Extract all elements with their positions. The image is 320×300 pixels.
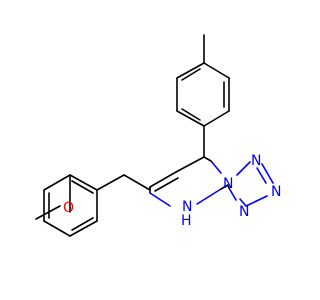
structure-canvas: N N N N N H O [35,34,281,237]
methoxyphenyl-ring [43,174,151,237]
atom-nh-n: N [182,199,192,215]
tetrazole-ring [227,161,274,207]
pyrimidine-ring [149,156,229,207]
atom-n-tet-top: N [251,153,261,169]
molecule-structure: N N N N N H O [35,34,281,237]
atom-n-tet-bottom: N [239,204,249,220]
atom-n-tet-right: N [271,184,281,200]
o-methyl-bond [35,205,61,220]
atom-nh-h: H [181,213,192,229]
atom-n-bridge: N [223,176,233,192]
atom-oxygen: O [63,200,74,216]
tolyl-ring [176,62,230,127]
